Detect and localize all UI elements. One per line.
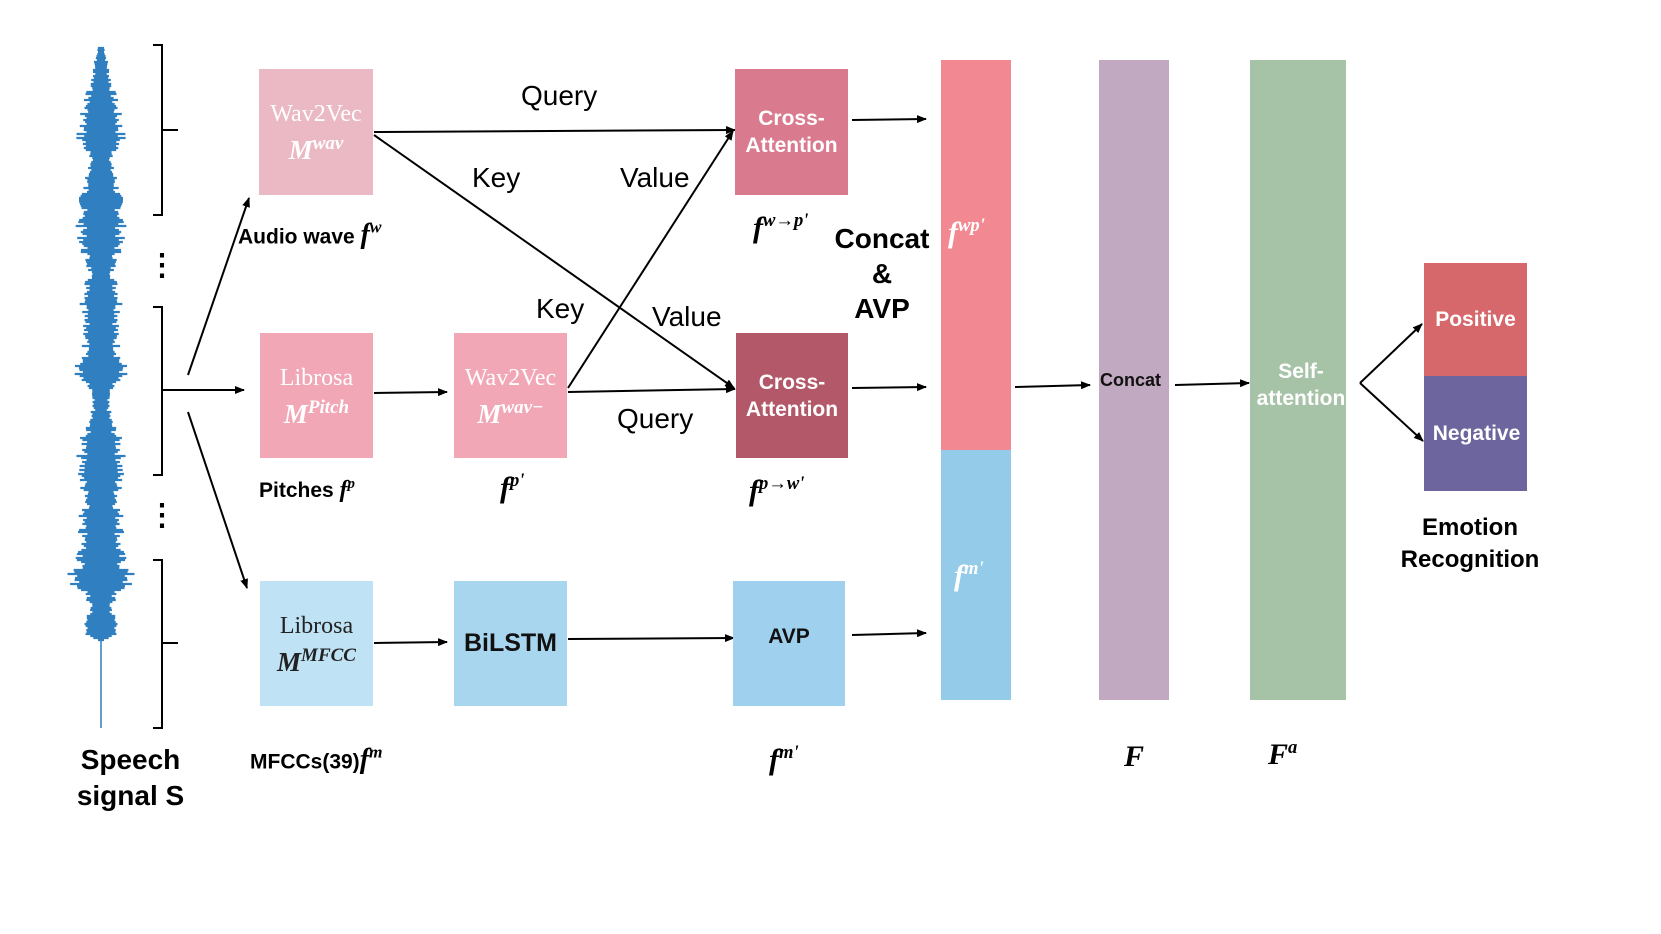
- fusion-column-fm: [941, 450, 1011, 700]
- concat-column-label: Concat: [1100, 370, 1162, 390]
- fm-label: fm': [954, 558, 984, 592]
- waveform-body: [67, 46, 135, 642]
- wav2vec-pitch-box: Wav2Vec Mwav−: [454, 333, 567, 458]
- wav2vec-audio-box: Wav2Vec Mwav: [259, 69, 373, 195]
- arrow-query-mid: [567, 385, 736, 394]
- arrow-pitch-to-wav2vec: [373, 388, 448, 397]
- arrow-value-top: [567, 130, 734, 389]
- edge-label-query-top: Query: [521, 80, 598, 111]
- bracket-bottom: [153, 559, 163, 729]
- negative-box: Negative: [1424, 376, 1527, 491]
- cross-attention-top-box: Cross- Attention: [735, 69, 848, 195]
- emotion-recognition-label: Emotion Recognition: [1400, 514, 1540, 573]
- pitches-label: Pitches fp: [259, 476, 355, 503]
- bracket-top: [153, 44, 163, 216]
- edge-label-query-mid: Query: [617, 403, 694, 434]
- cross-attention-bottom-box: Cross- Attention: [736, 333, 848, 458]
- fp-prime-label: fp': [500, 470, 525, 504]
- edge-label-value-top: Value: [620, 162, 690, 193]
- self-attention-label: Self- attention: [1256, 360, 1346, 410]
- edge-label-value-mid: Value: [652, 301, 722, 332]
- arrow-to-positive: [1359, 323, 1423, 384]
- arrow-query-top: [373, 126, 736, 135]
- bilstm-box: BiLSTM: [454, 581, 567, 706]
- fwp-arrow-label: fw→p': [753, 210, 809, 244]
- self-attention-column: [1250, 60, 1346, 700]
- positive-box: Positive: [1424, 263, 1527, 376]
- concat-column: [1099, 60, 1169, 700]
- fm-prime-label: fm': [769, 742, 799, 776]
- ellipsis-top: ⋮: [147, 249, 177, 282]
- fpw-arrow-label: fp→w': [749, 473, 805, 507]
- arrow-to-negative: [1359, 382, 1424, 442]
- arrow-to-wav2vec-audio: [187, 197, 250, 376]
- arrow-to-self-attention: [1174, 379, 1250, 388]
- fusion-column-fwp: [941, 60, 1011, 450]
- arrow-mfcc-to-bilstm: [373, 638, 448, 647]
- speech-signal-label: Speech signal S: [76, 744, 185, 811]
- librosa-mfcc-box: Librosa MMFCC: [260, 581, 373, 706]
- segment-brackets: [153, 44, 178, 729]
- mfccs-label: MFCCs(39)fm: [250, 743, 383, 776]
- avp-box: AVP: [733, 581, 845, 706]
- audio-wave-label: Audio wave fw: [238, 218, 382, 251]
- edge-label-key-top: Key: [472, 162, 521, 193]
- arrow-to-concat: [1014, 381, 1091, 390]
- arrow-to-librosa-mfcc: [187, 411, 248, 589]
- ellipsis-bottom: ⋮: [147, 499, 177, 532]
- bracket-middle: [153, 306, 163, 476]
- Fa-label: Fa: [1268, 737, 1298, 771]
- concat-avp-label: Concat & AVP: [834, 223, 930, 324]
- F-label: F: [1124, 740, 1145, 773]
- fwp-label: fwp': [948, 215, 985, 249]
- arrow-key-top: [373, 134, 735, 389]
- arrow-bilstm-to-avp: [567, 634, 735, 643]
- librosa-pitch-box: Librosa MPitch: [260, 333, 373, 458]
- edge-label-key-mid: Key: [536, 293, 585, 324]
